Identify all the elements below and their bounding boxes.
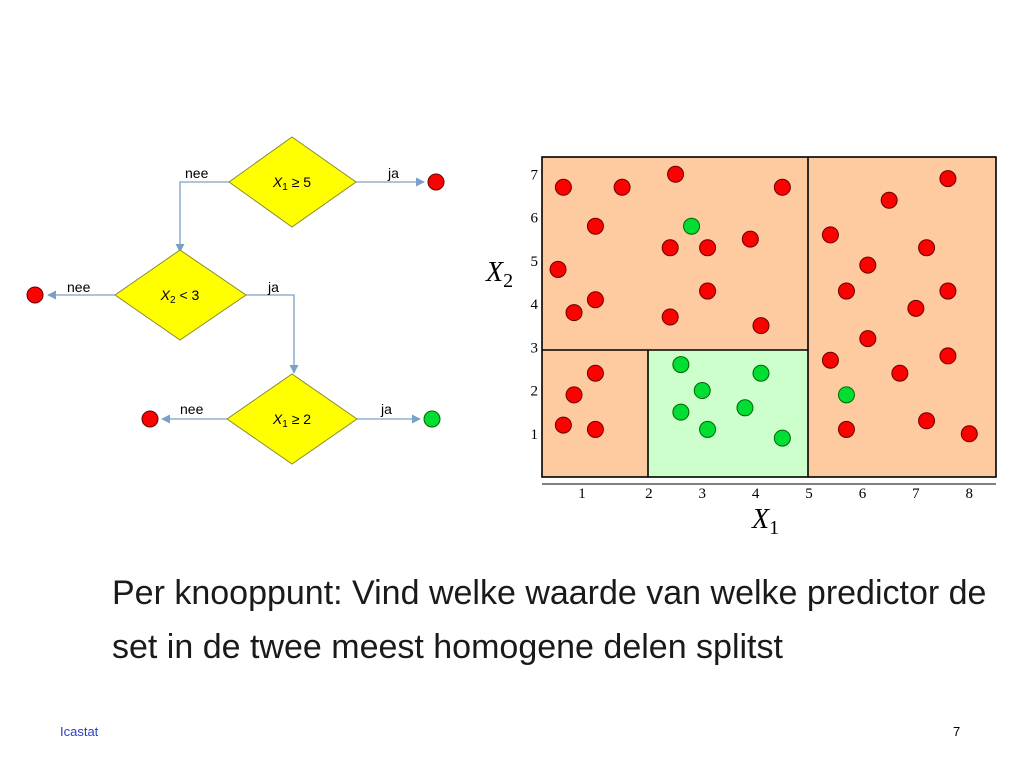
node-label: X1 ≥ 2 (272, 411, 311, 430)
red-point-25 (939, 347, 957, 365)
green-point-0 (683, 217, 701, 235)
red-point-2 (667, 165, 685, 183)
green-point-8 (837, 386, 855, 404)
red-point-26 (918, 412, 936, 430)
red-point-27 (837, 420, 855, 438)
y-tick-6: 6 (531, 211, 539, 227)
decision-node-leftright: X1 ≥ 2 (226, 373, 358, 465)
leaf-green-leftright-yes (423, 410, 441, 428)
node-label: X2 < 3 (160, 287, 200, 306)
edge-label-leftright-no: nee (180, 401, 204, 417)
x-tick-2: 2 (645, 486, 653, 502)
red-point-10 (586, 291, 604, 309)
red-point-15 (880, 191, 898, 209)
decision-tree: nee ja nee ja nee ja X1 ≥ 5 X2 < 3 X1 ≥ … (26, 136, 445, 465)
y-tick-1: 1 (531, 427, 539, 443)
green-point-3 (752, 364, 770, 382)
green-point-1 (672, 356, 690, 374)
y-axis: 1 2 3 4 5 6 7 X2 (485, 167, 539, 442)
y-tick-3: 3 (531, 340, 539, 356)
x-tick-4: 4 (752, 486, 760, 502)
red-point-22 (859, 330, 877, 348)
red-point-23 (821, 351, 839, 369)
y-axis-label: X2 (485, 257, 513, 292)
red-point-17 (859, 256, 877, 274)
green-point-5 (736, 399, 754, 417)
red-point-21 (907, 299, 925, 317)
red-point-7 (741, 230, 759, 248)
x-tick-6: 6 (859, 486, 867, 502)
decision-node-left: X2 < 3 (114, 249, 247, 341)
decision-node-root: X1 ≥ 5 (228, 136, 357, 228)
plot-border (541, 156, 997, 478)
red-point-5 (661, 239, 679, 257)
red-point-0 (554, 178, 572, 196)
red-point-29 (586, 364, 604, 382)
red-point-3 (773, 178, 791, 196)
green-point-7 (773, 429, 791, 447)
red-point-18 (918, 239, 936, 257)
y-tick-2: 2 (531, 384, 539, 400)
node-shape (228, 136, 357, 228)
green-point-4 (672, 403, 690, 421)
red-point-24 (891, 364, 909, 382)
footer-label: Icastat (60, 724, 99, 739)
red-point-20 (939, 282, 957, 300)
red-point-6 (699, 239, 717, 257)
node-shape (114, 249, 247, 341)
tree-edges (47, 177, 425, 424)
x-tick-7: 7 (912, 486, 920, 502)
edge-label-root-no: nee (185, 165, 209, 181)
red-point-16 (939, 170, 957, 188)
red-point-4 (586, 217, 604, 235)
red-point-19 (837, 282, 855, 300)
green-point-6 (699, 420, 717, 438)
y-tick-7: 7 (531, 167, 539, 183)
data-points (549, 165, 978, 447)
x-tick-8: 8 (966, 486, 974, 502)
red-point-28 (960, 425, 978, 443)
edge-label-left-no: nee (67, 279, 91, 295)
edge-left-yes (246, 294, 299, 374)
split-lines (541, 156, 997, 478)
partition-plot: 1 2 3 4 5 6 7 8 X1 1 2 3 4 5 6 7 X2 (485, 156, 997, 539)
edge-label-left-yes: ja (267, 279, 279, 295)
red-point-9 (565, 304, 583, 322)
red-point-1 (613, 178, 631, 196)
y-tick-5: 5 (531, 254, 539, 270)
slide-caption: Per knooppunt: Vind welke waarde van wel… (112, 574, 987, 666)
x-tick-3: 3 (698, 486, 706, 502)
red-point-8 (549, 260, 567, 278)
red-point-12 (699, 282, 717, 300)
y-tick-4: 4 (531, 297, 539, 313)
edge-label-leftright-yes: ja (380, 401, 392, 417)
red-point-13 (752, 317, 770, 335)
green-point-2 (693, 382, 711, 400)
leaf-red-left-no (26, 286, 44, 304)
x-axis-label: X1 (751, 504, 779, 539)
red-point-30 (565, 386, 583, 404)
y-tick-labels: 1 2 3 4 5 6 7 (531, 167, 539, 442)
node-shape (226, 373, 358, 465)
x-tick-1: 1 (578, 486, 586, 502)
region-x1-ge-5 (808, 157, 996, 477)
node-label: X1 ≥ 5 (272, 174, 311, 193)
leaf-red-leftright-no (141, 410, 159, 428)
x-tick-labels: 1 2 3 4 5 6 7 8 (578, 486, 973, 502)
edge-root-no (175, 181, 229, 253)
red-point-31 (554, 416, 572, 434)
region-green (648, 350, 808, 477)
red-point-14 (821, 226, 839, 244)
red-point-32 (586, 420, 604, 438)
x-tick-5: 5 (805, 486, 813, 502)
x-axis: 1 2 3 4 5 6 7 8 X1 (542, 483, 996, 539)
red-point-11 (661, 308, 679, 326)
edge-label-root-yes: ja (387, 165, 399, 181)
leaf-red-root-yes (427, 173, 445, 191)
page-number: 7 (953, 724, 961, 739)
